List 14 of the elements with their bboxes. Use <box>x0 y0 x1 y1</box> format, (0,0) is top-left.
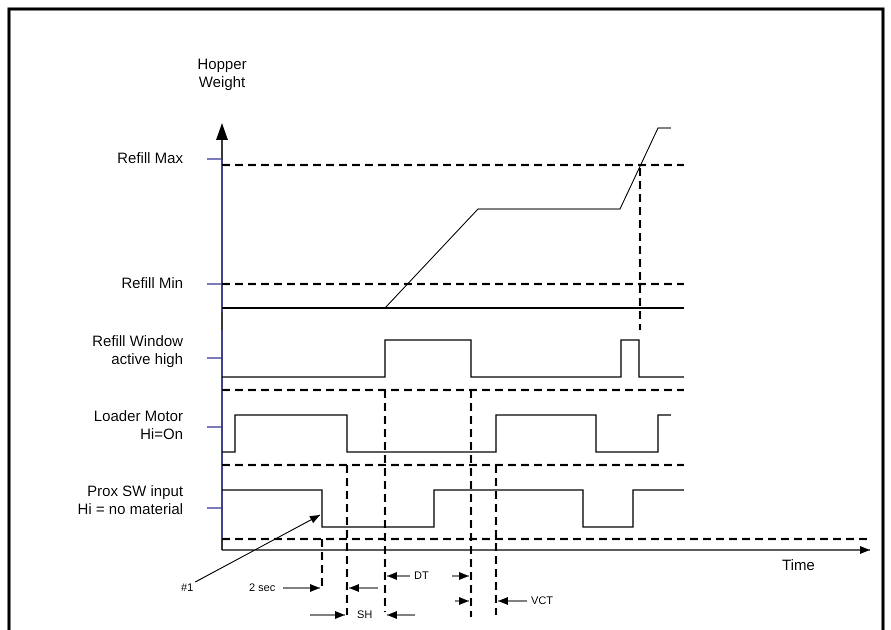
level-label: Refill Max <box>117 150 183 168</box>
signal-label: Prox SW input Hi = no material <box>76 483 183 519</box>
dimension-label: VCT <box>531 595 553 608</box>
leader-line <box>194 514 320 582</box>
dimension-label: SH <box>357 609 372 622</box>
dimension-label: DT <box>414 570 429 583</box>
dimension-label: 2 sec <box>249 582 276 595</box>
axis-title: Hopper Weight <box>196 56 248 92</box>
signal-label: Loader Motor Hi=On <box>92 408 183 444</box>
callout-number: #1 <box>181 582 194 595</box>
signal-label: Refill Window active high <box>91 333 183 369</box>
axis-title: Time <box>782 557 815 575</box>
prox-switch-signal <box>222 489 684 528</box>
level-label: Refill Min <box>121 275 183 293</box>
